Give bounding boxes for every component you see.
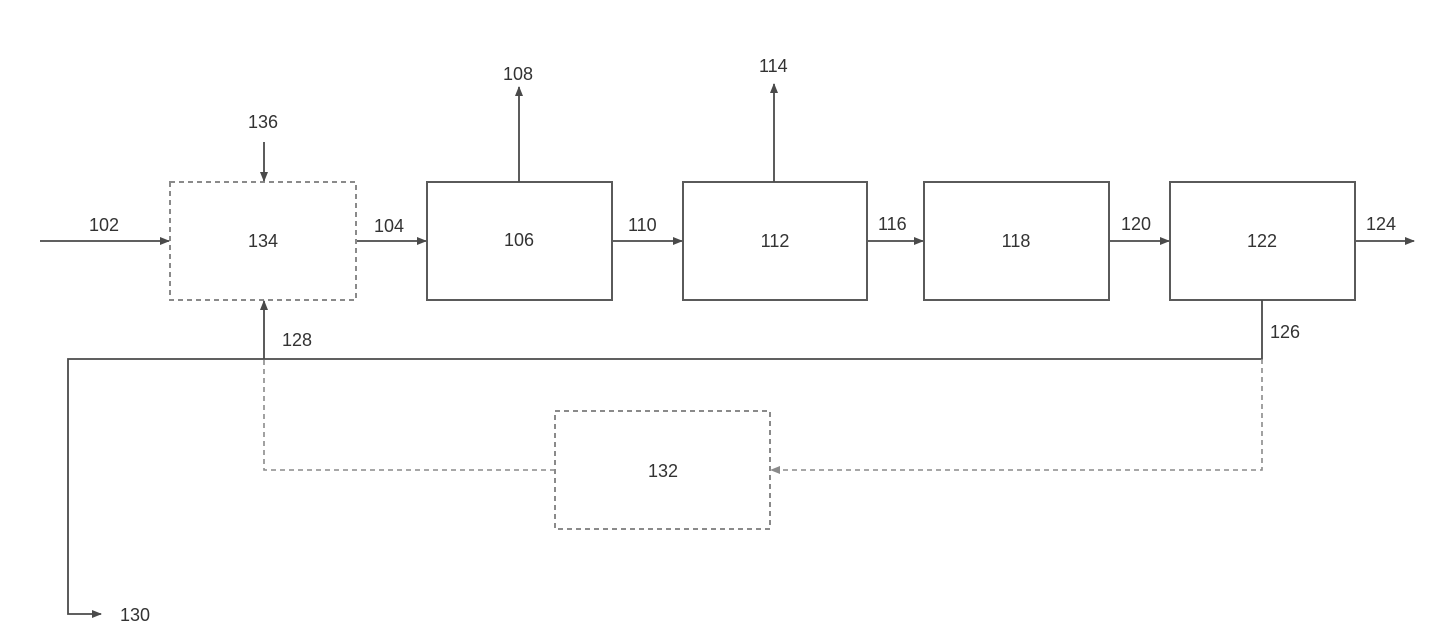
stream-130-label: 130 (120, 605, 150, 625)
block-118-label: 118 (1002, 231, 1031, 251)
block-112-label: 112 (761, 231, 790, 251)
stream-110-label: 110 (628, 215, 657, 235)
block-106-label: 106 (504, 230, 534, 250)
optional-stream-from-132 (264, 359, 555, 470)
stream-120-label: 120 (1121, 214, 1151, 234)
optional-stream-to-132 (771, 359, 1262, 470)
block-134-label: 134 (248, 231, 278, 251)
block-122-label: 122 (1247, 231, 1277, 251)
stream-108-label: 108 (503, 64, 533, 84)
stream-136-label: 136 (248, 112, 278, 132)
stream-126-label: 126 (1270, 322, 1300, 342)
block-132-label: 132 (648, 461, 678, 481)
stream-114-label: 114 (759, 56, 788, 76)
stream-128-label: 128 (282, 330, 312, 350)
stream-116-label: 116 (878, 214, 907, 234)
stream-104-label: 104 (374, 216, 404, 236)
stream-102-label: 102 (89, 215, 119, 235)
stream-124-label: 124 (1366, 214, 1396, 234)
